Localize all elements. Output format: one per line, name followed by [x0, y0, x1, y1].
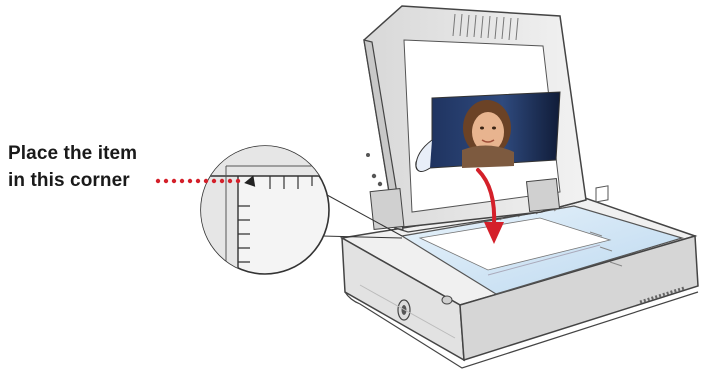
callout-text-line-1: Place the item [8, 143, 138, 164]
magnifier-leader-bottom [321, 235, 403, 239]
callout-text-line-2: in this corner [8, 170, 130, 191]
down-arrow-icon [476, 168, 504, 244]
document-glass [400, 205, 685, 295]
callout-leader-dots [155, 178, 241, 184]
magnifier-leader-top [317, 189, 403, 237]
corner-marker-triangle-icon [244, 175, 256, 187]
corner-magnifier [200, 145, 330, 275]
photo-item [415, 91, 561, 172]
